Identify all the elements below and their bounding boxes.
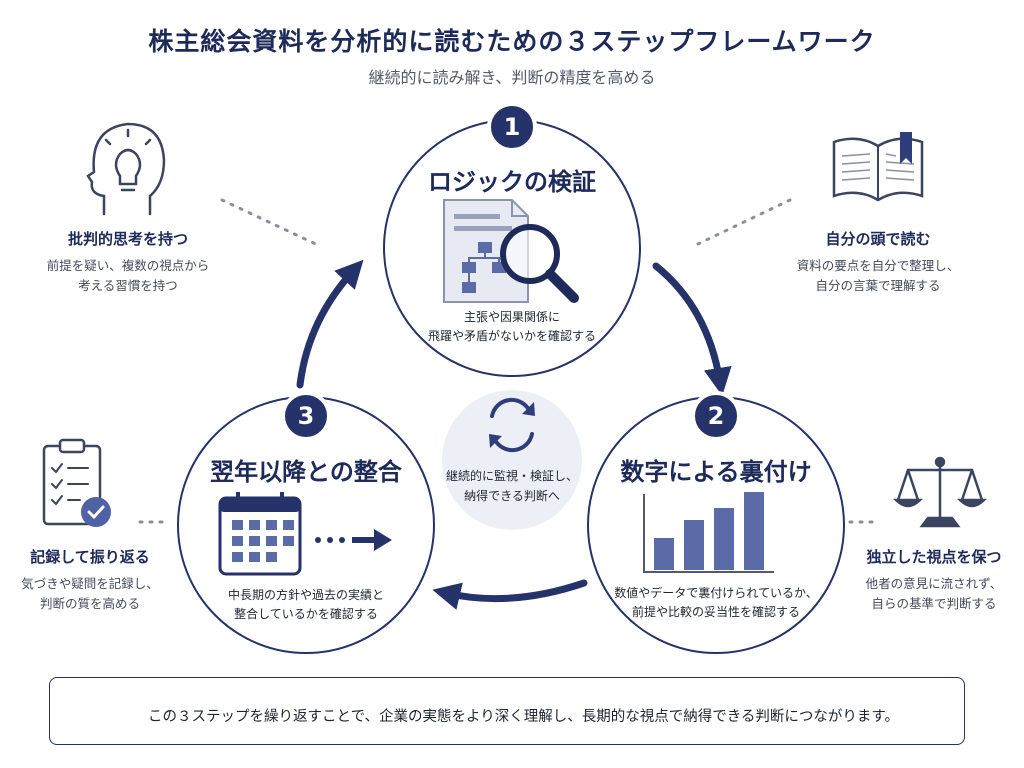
center-caption-line-2: 納得できる判断へ xyxy=(464,489,560,503)
center-circle xyxy=(442,390,582,530)
cycle-arrow-1-to-2 xyxy=(652,262,732,396)
cycle-arrow-2-to-3 xyxy=(432,579,588,610)
step-desc-3-line-1: 中長期の方針や過去の実績と xyxy=(227,588,384,602)
step-desc-3-line-2: 整合しているかを確認する xyxy=(234,607,378,621)
document-search-icon xyxy=(443,199,579,303)
calendar-icon xyxy=(218,492,302,576)
side-desc-4-line-2: 自らの基準で判断する xyxy=(871,596,997,611)
dotted-arrow-icon xyxy=(315,529,392,551)
step-desc-1-line-2: 飛躍や矛盾がないかを確認する xyxy=(427,329,596,343)
page-title: 株主総会資料を分析的に読むための３ステップフレームワーク xyxy=(148,27,876,56)
side-desc-read-yourself: 資料の要点を自分で整理し、 自分の言葉で理解する xyxy=(768,256,988,296)
cycle-arrow-3-to-1 xyxy=(296,259,364,389)
side-desc-2-line-1: 資料の要点を自分で整理し、 xyxy=(796,258,960,273)
bar-chart-icon xyxy=(643,492,774,573)
side-desc-1-line-1: 前提を疑い、複数の視点から xyxy=(46,258,210,273)
step-desc-2-line-1: 数値やデータで裏付けられているか、 xyxy=(614,586,818,600)
step-badge-1: 1 xyxy=(487,102,537,152)
clipboard-check-icon xyxy=(42,438,111,527)
side-desc-3-line-1: 気づきや疑問を記録し、 xyxy=(21,576,159,591)
open-book-icon xyxy=(832,132,924,202)
refresh-icon xyxy=(490,397,534,453)
center-caption: 継続的に監視・検証し、 納得できる判断へ xyxy=(442,466,582,506)
step-desc-3: 中長期の方針や過去の実績と 整合しているかを確認する xyxy=(196,586,416,624)
footer-box xyxy=(49,677,965,745)
side-desc-2-line-2: 自分の言葉で理解する xyxy=(815,278,941,293)
side-title-critical-thinking: 批判的思考を持つ xyxy=(67,230,188,248)
balance-scale-icon xyxy=(892,456,988,528)
step-desc-2: 数値やデータで裏付けられているか、 前提や比較の妥当性を確認する xyxy=(596,584,836,622)
side-desc-3-line-2: 判断の質を高める xyxy=(39,596,140,611)
side-title-independent-view: 独立した視点を保つ xyxy=(866,548,1002,566)
page-subtitle: 継続的に読み解き、判断の精度を高める xyxy=(368,68,656,87)
footer-text: この３ステップを繰り返すことで、企業の実態をより深く理解し、長期的な視点で納得で… xyxy=(148,709,899,725)
connector-top-left xyxy=(220,198,322,248)
step-badge-2: 2 xyxy=(691,391,741,441)
side-desc-record-review: 気づきや疑問を記録し、 判断の質を高める xyxy=(0,574,180,614)
step-badge-3: 3 xyxy=(281,391,331,441)
center-caption-line-1: 継続的に監視・検証し、 xyxy=(445,469,578,483)
side-desc-critical-thinking: 前提を疑い、複数の視点から 考える習慣を持つ xyxy=(18,256,238,296)
head-lightbulb-icon xyxy=(86,122,166,216)
step-desc-1: 主張や因果関係に 飛躍や矛盾がないかを確認する xyxy=(402,308,622,346)
side-desc-4-line-1: 他者の意見に流されず、 xyxy=(865,576,1003,591)
side-desc-independent-view: 他者の意見に流されず、 自らの基準で判断する xyxy=(844,574,1024,614)
step-title-3: 翌年以降との整合 xyxy=(210,458,402,486)
step-desc-1-line-1: 主張や因果関係に xyxy=(463,310,560,324)
side-title-read-yourself: 自分の頭で読む xyxy=(825,230,931,248)
side-desc-1-line-2: 考える習慣を持つ xyxy=(78,278,178,293)
step-title-2: 数字による裏付け xyxy=(620,458,812,486)
step-desc-2-line-2: 前提や比較の妥当性を確認する xyxy=(631,605,800,619)
side-title-record-review: 記録して振り返る xyxy=(30,548,150,566)
connector-top-right xyxy=(696,198,792,246)
step-title-1: ロジックの検証 xyxy=(428,168,596,196)
